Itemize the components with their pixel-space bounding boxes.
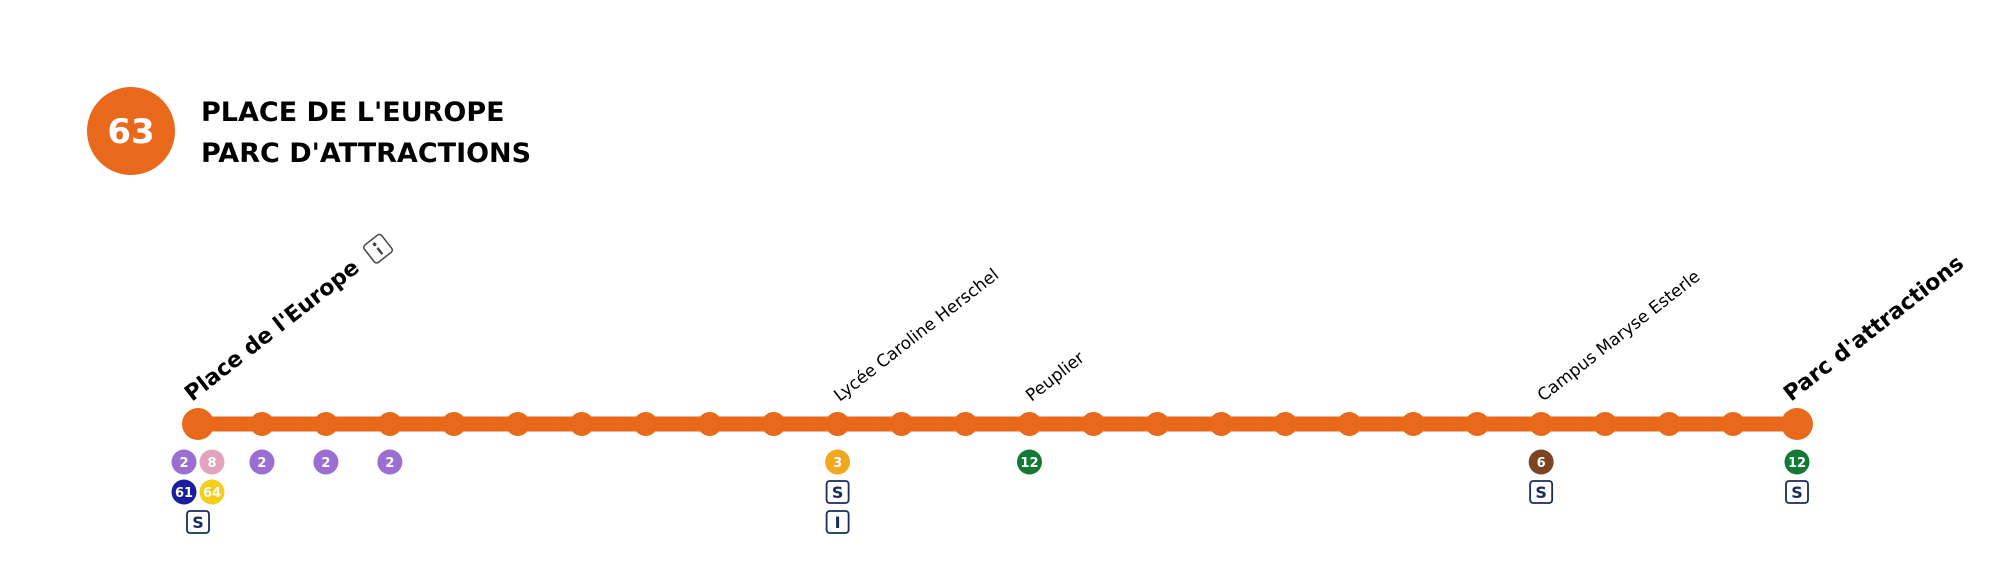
connection-badge-61[interactable]: [171, 479, 197, 505]
connection-badge-6[interactable]: [1528, 449, 1554, 475]
service-letter: S: [1535, 483, 1547, 502]
destination-1: PLACE DE L'EUROPE: [201, 97, 505, 128]
connection-badge-2[interactable]: [313, 449, 339, 475]
connection-number: 6: [1537, 456, 1546, 471]
service-box-s[interactable]: [1785, 480, 1809, 504]
connection-badge-12[interactable]: [1016, 449, 1042, 475]
connection-number: 64: [203, 486, 221, 501]
stop-dot-19[interactable]: [1337, 412, 1362, 436]
service-box-s[interactable]: [825, 480, 850, 504]
service-letter: I: [835, 513, 841, 532]
stop-dot-24[interactable]: [1657, 412, 1682, 436]
stop-dot-11[interactable]: [825, 412, 850, 436]
connection-badge-3[interactable]: [825, 449, 851, 475]
stop-dot-16[interactable]: [1145, 412, 1170, 436]
connection-number: 61: [175, 486, 193, 501]
stop-dot-7[interactable]: [569, 412, 594, 436]
stop-dot-8[interactable]: [633, 412, 658, 436]
stop-dot-12[interactable]: [889, 412, 914, 436]
terminus-dot-parc-d-attractions[interactable]: [1781, 408, 1813, 440]
stop-dot-15[interactable]: [1081, 412, 1106, 436]
connection-badge-12[interactable]: [1784, 449, 1810, 475]
connection-badge-8[interactable]: [199, 449, 225, 475]
service-letter: S: [192, 513, 204, 532]
stop-label-peuplier[interactable]: Peuplier: [1022, 348, 1088, 406]
line-number: 63: [107, 112, 154, 152]
connection-number: 12: [1020, 456, 1038, 471]
stop-dot-18[interactable]: [1273, 412, 1298, 436]
stop-label-place-de-l-europe[interactable]: Place de l'Europe: [180, 255, 364, 406]
connection-number: 12: [1788, 456, 1806, 471]
stop-dot-6[interactable]: [505, 412, 530, 436]
service-letter: S: [1791, 483, 1803, 502]
connection-badge-2[interactable]: [377, 449, 403, 475]
info-icon[interactable]: [363, 233, 394, 264]
connection-badge-64[interactable]: [199, 479, 225, 505]
stop-dot-13[interactable]: [953, 412, 978, 436]
service-letter: S: [832, 483, 844, 502]
stop-label-lycee-caroline-herschel[interactable]: Lycée Caroline Herschel: [830, 265, 1003, 406]
stop-dot-3[interactable]: [313, 412, 338, 436]
connection-number: 2: [321, 456, 330, 471]
terminus-dot-place-de-l-europe[interactable]: [182, 408, 214, 440]
stop-label-campus-maryse-esterle[interactable]: Campus Maryse Esterle: [1534, 267, 1704, 406]
stop-dot-4[interactable]: [377, 412, 402, 436]
stop-dot-10[interactable]: [761, 412, 786, 436]
connection-number: 8: [207, 456, 216, 471]
stop-dot-23[interactable]: [1593, 412, 1618, 436]
destination-2: PARC D'ATTRACTIONS: [201, 138, 531, 169]
stop-dot-9[interactable]: [697, 412, 722, 436]
stop-dot-5[interactable]: [441, 412, 466, 436]
stop-dot-22[interactable]: [1529, 412, 1554, 436]
connection-number: 2: [385, 456, 394, 471]
service-box-i[interactable]: [825, 510, 850, 534]
service-box-s[interactable]: [186, 510, 210, 534]
line-badge: [87, 87, 175, 175]
stop-dot-2[interactable]: [249, 412, 274, 436]
stop-dot-17[interactable]: [1209, 412, 1234, 436]
connection-number: 2: [257, 456, 266, 471]
connection-number: 3: [833, 456, 842, 471]
stop-dot-14[interactable]: [1017, 412, 1042, 436]
stop-label-parc-d-attractions[interactable]: Parc d'attractions: [1779, 251, 1969, 407]
connection-number: 2: [179, 456, 188, 471]
service-box-s[interactable]: [1529, 480, 1554, 504]
stop-dot-25[interactable]: [1721, 412, 1746, 436]
stop-dot-20[interactable]: [1401, 412, 1426, 436]
stop-dot-21[interactable]: [1465, 412, 1490, 436]
connection-badge-2[interactable]: [249, 449, 275, 475]
connection-badge-2[interactable]: [171, 449, 197, 475]
line-header: 63 PLACE DE L'EUROPE PARC D'ATTRACTIONS: [87, 87, 531, 175]
